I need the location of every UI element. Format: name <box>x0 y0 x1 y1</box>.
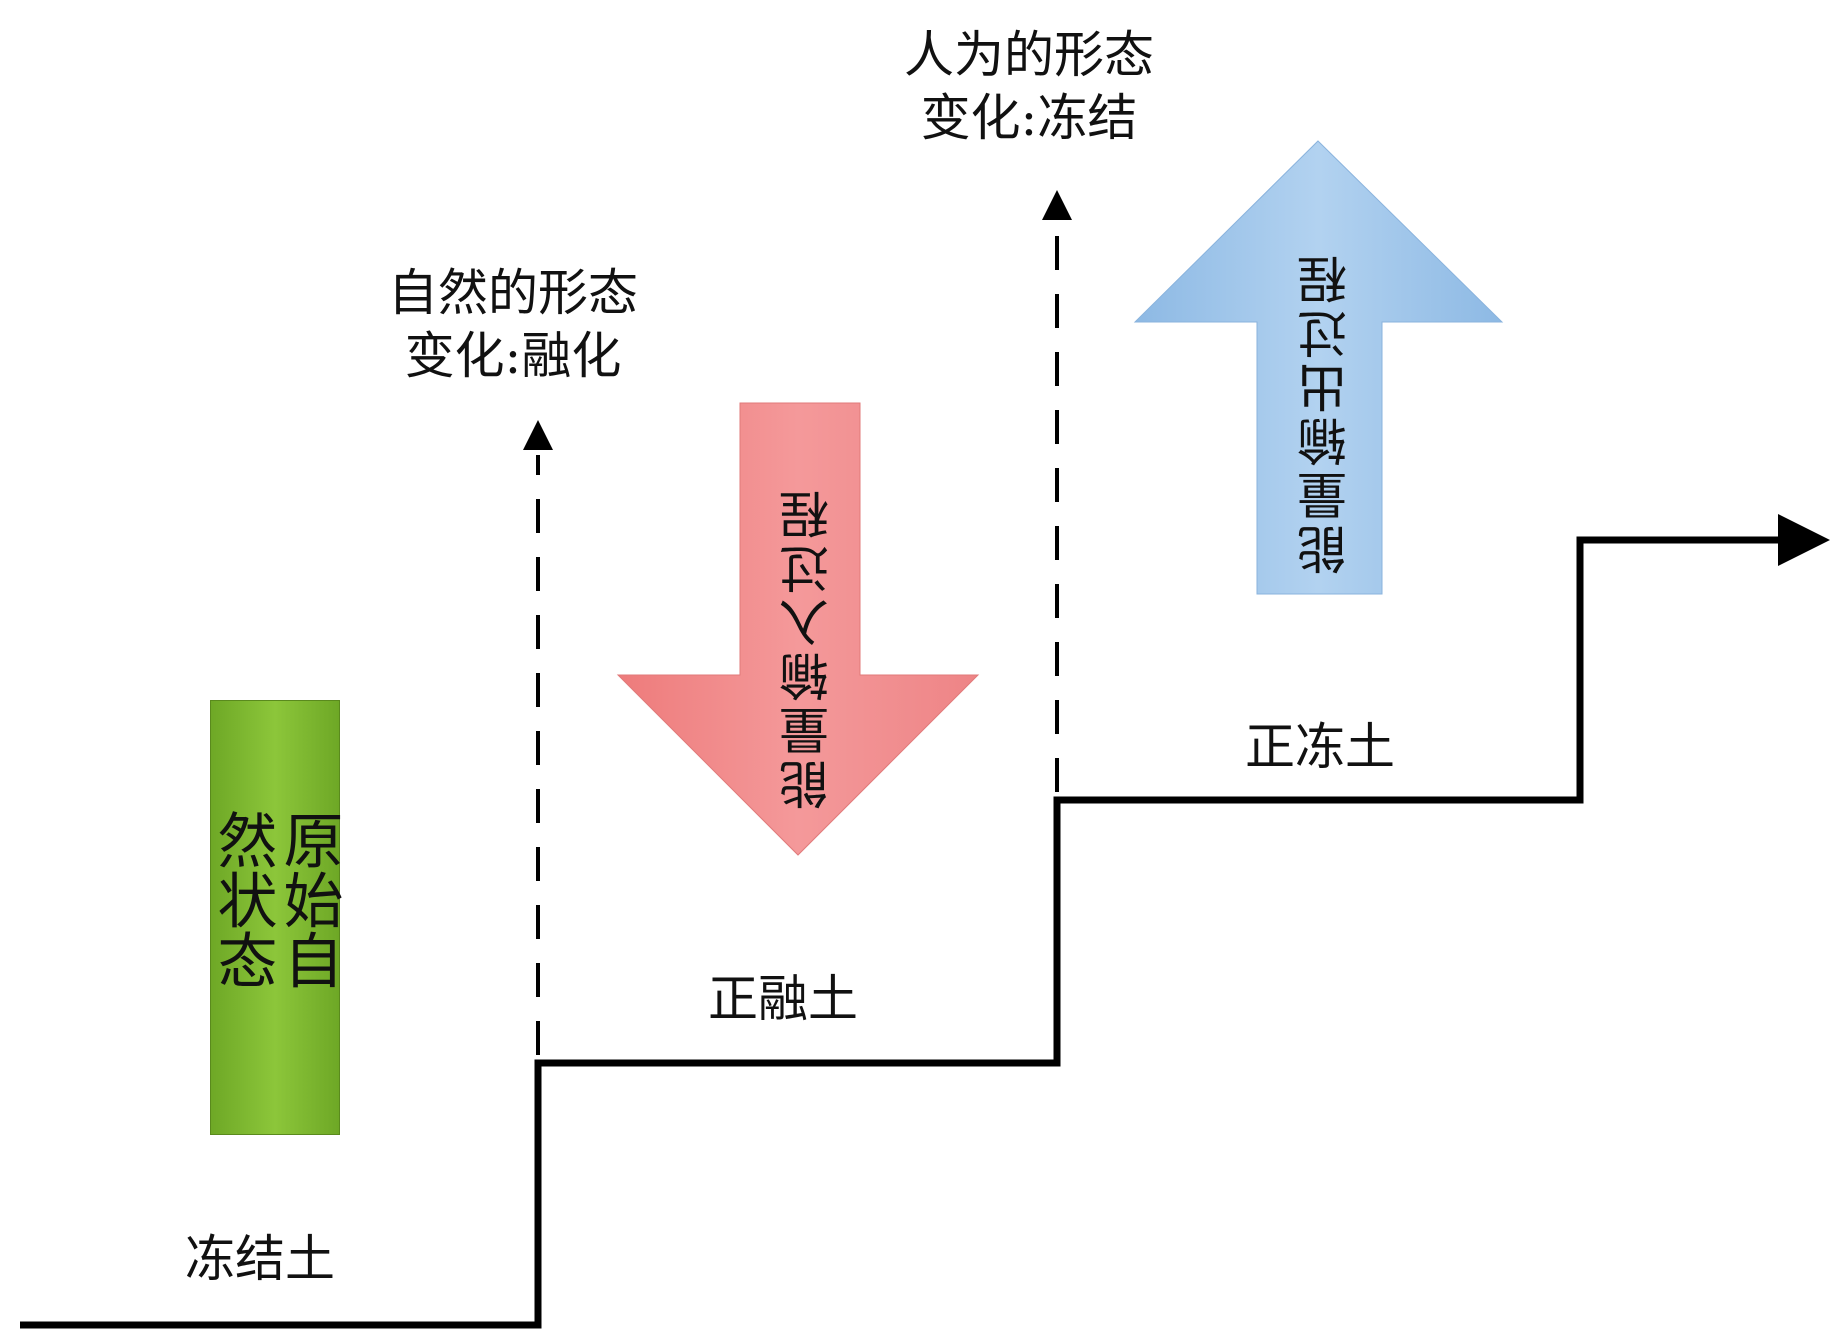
natural-change-label: 自然的形态 变化:融化 <box>388 262 638 387</box>
stage-label-frozen: 冻结土 <box>185 1230 335 1288</box>
artificial-change-line1: 人为的形态 <box>904 26 1154 84</box>
natural-change-line2: 变化:融化 <box>404 326 622 385</box>
stage-label-refrozen: 正冻土 <box>1245 718 1395 776</box>
natural-state-label: 原始自然状态 <box>207 809 343 990</box>
dashed-arrowhead-natural <box>523 420 553 450</box>
energy-output-label: 能量输出过程 <box>1297 251 1355 575</box>
energy-output-arrow <box>1133 140 1504 595</box>
artificial-change-label: 人为的形态 变化:冻结 <box>904 24 1154 149</box>
energy-input-arrow <box>616 402 980 856</box>
stage-label-thawed: 正融土 <box>708 970 858 1028</box>
staircase-arrowhead <box>1778 514 1830 566</box>
dashed-arrowhead-artificial <box>1042 190 1072 220</box>
natural-change-line1: 自然的形态 <box>388 264 638 322</box>
artificial-change-line2: 变化:冻结 <box>920 88 1138 147</box>
staircase-line <box>20 536 1800 1329</box>
energy-input-label: 能量输入过程 <box>779 486 837 810</box>
natural-state-box: 原始自然状态 <box>207 700 343 1135</box>
